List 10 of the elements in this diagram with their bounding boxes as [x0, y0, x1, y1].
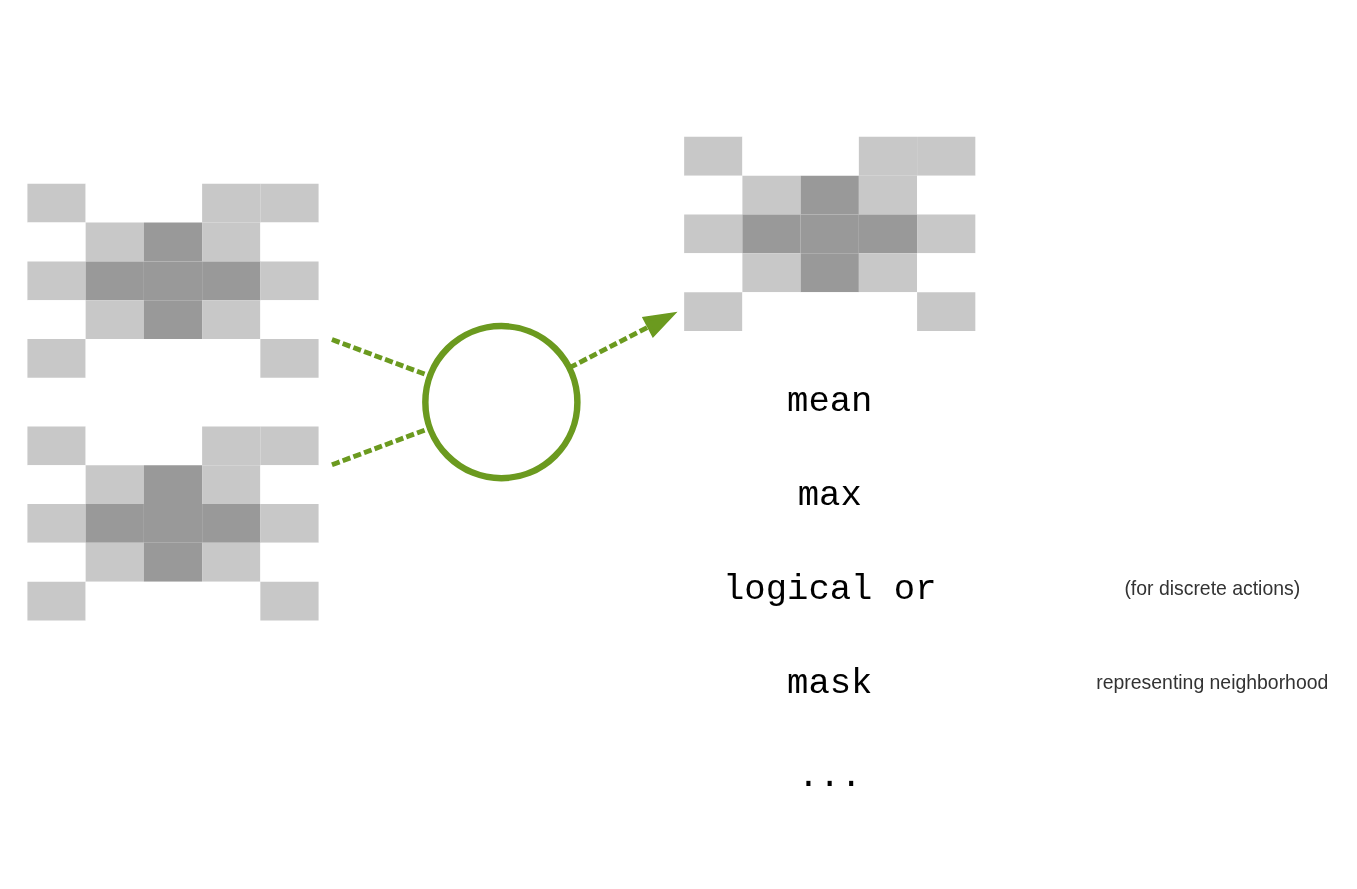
- label: representing neighborhood: [1096, 670, 1329, 693]
- label: max: [797, 474, 862, 516]
- label: ...: [797, 755, 862, 797]
- label: (for discrete actions): [1124, 576, 1301, 599]
- node-circle: [422, 322, 581, 481]
- arrow: [568, 311, 678, 370]
- label: mask: [787, 662, 873, 704]
- connector: [331, 336, 431, 378]
- label: mean: [787, 380, 873, 422]
- label: logical or: [722, 568, 937, 610]
